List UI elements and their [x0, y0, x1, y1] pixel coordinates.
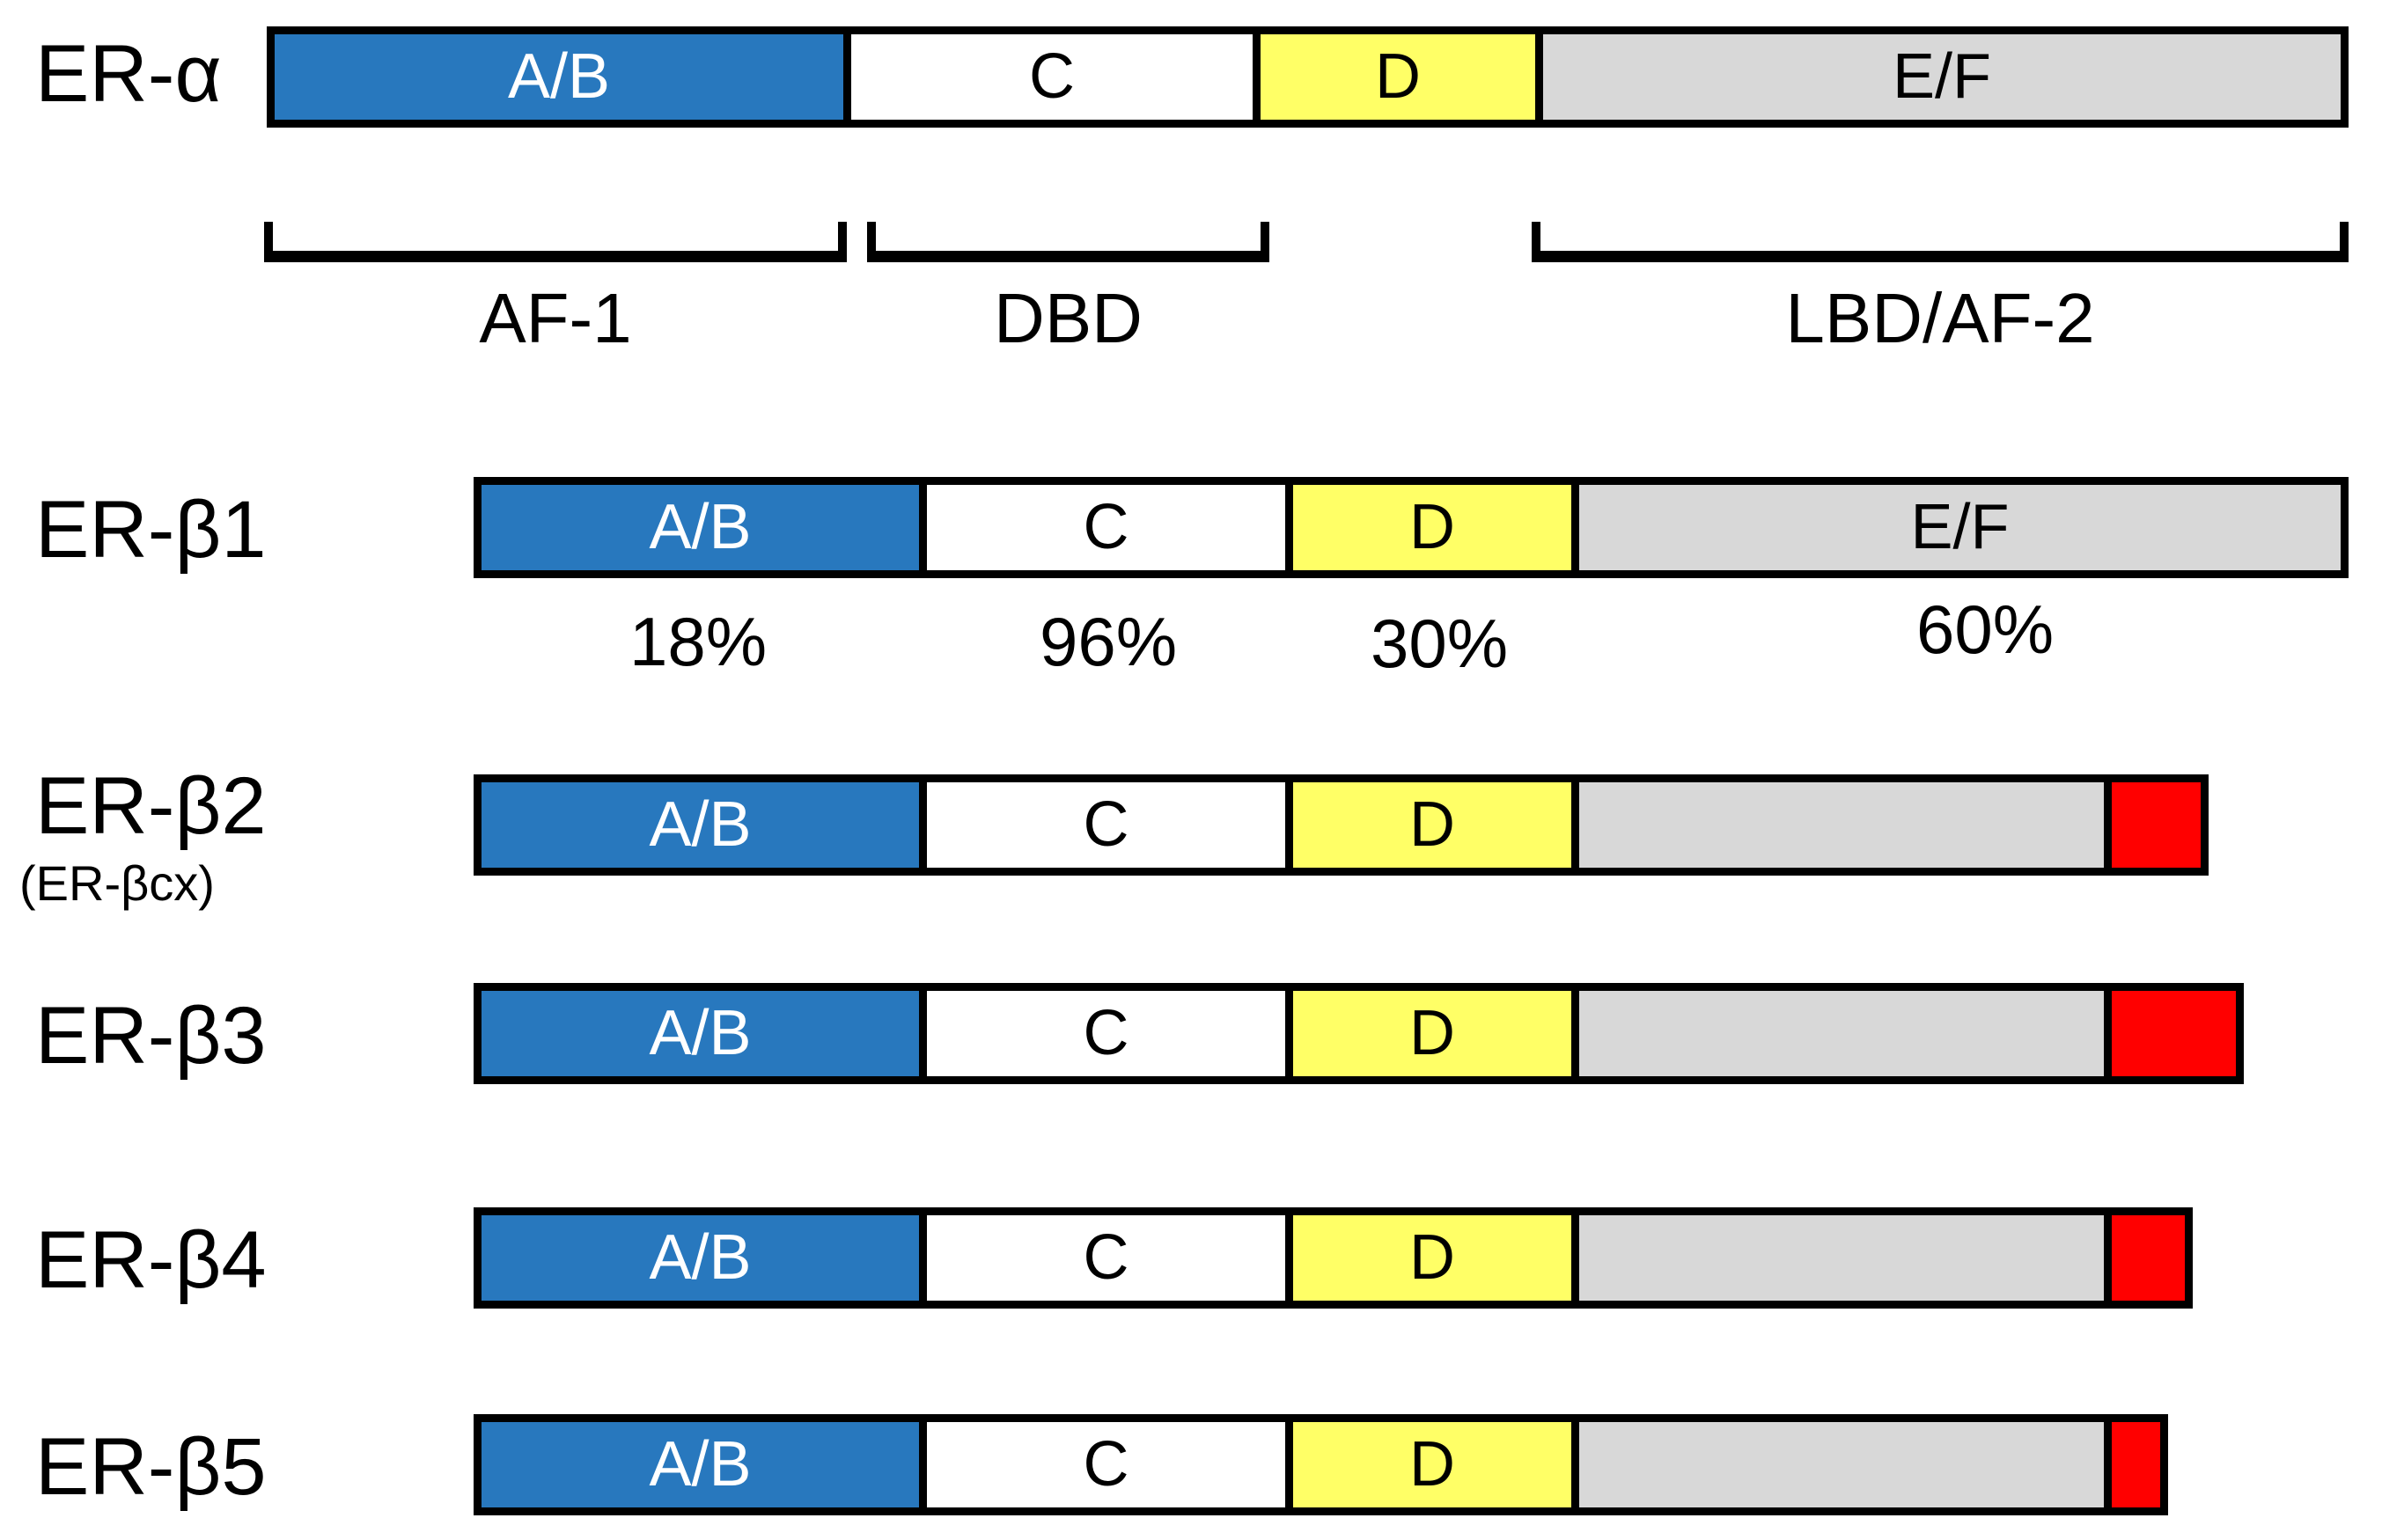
- lbd-af2-bracket: [1532, 222, 2349, 262]
- af1-bracket: [264, 222, 847, 262]
- er-beta4-domain-c: C: [919, 1215, 1285, 1301]
- er-beta2-domain-d: D: [1285, 782, 1571, 868]
- er-alpha-domain-ef: E/F: [1535, 34, 2341, 120]
- row-label-er-beta1: ER-β1: [35, 485, 267, 575]
- lbd-af2-label: LBD/AF-2: [1785, 279, 2095, 357]
- er-beta3-domain-ab: A/B: [482, 991, 919, 1076]
- er-beta5-domain-ef: [1571, 1422, 2104, 1507]
- er-beta5-c-terminal-insert: [2104, 1422, 2160, 1507]
- er-alpha-domain-c: C: [843, 34, 1253, 120]
- identity-d: 30%: [1370, 605, 1509, 682]
- er-beta5-domain-d: D: [1285, 1422, 1571, 1507]
- er-beta4-domain-ab: A/B: [482, 1215, 919, 1301]
- er-beta1-domain-ef: E/F: [1571, 485, 2341, 570]
- er-beta1-domain-d: D: [1285, 485, 1571, 570]
- row-sublabel-er-beta2: (ER-βcx): [19, 855, 215, 911]
- er-beta1-domain-ab: A/B: [482, 485, 919, 570]
- row-label-er-beta3: ER-β3: [35, 991, 267, 1081]
- er-beta3-domain-c: C: [919, 991, 1285, 1076]
- identity-c: 96%: [1039, 603, 1178, 680]
- er-beta3-domain-d: D: [1285, 991, 1571, 1076]
- er-beta4-domain-ef: [1571, 1215, 2104, 1301]
- er-beta1-domain-c: C: [919, 485, 1285, 570]
- er-beta4-domain-d: D: [1285, 1215, 1571, 1301]
- er-beta3-domain-ef: [1571, 991, 2104, 1076]
- er-beta2-domain-ef: [1571, 782, 2104, 868]
- identity-ef: 60%: [1915, 590, 2055, 668]
- dbd-bracket: [867, 222, 1269, 262]
- er-beta4-c-terminal-insert: [2104, 1215, 2185, 1301]
- er-beta2-domain-ab: A/B: [482, 782, 919, 868]
- er-beta1-bar: A/B C D E/F: [474, 477, 2349, 578]
- er-beta3-c-terminal-insert: [2104, 991, 2236, 1076]
- row-label-er-beta4: ER-β4: [35, 1215, 267, 1305]
- er-alpha-domain-ab: A/B: [275, 34, 843, 120]
- er-alpha-domain-d: D: [1253, 34, 1535, 120]
- row-label-er-beta5: ER-β5: [35, 1422, 267, 1512]
- er-beta5-domain-c: C: [919, 1422, 1285, 1507]
- row-label-er-beta2: ER-β2: [35, 761, 267, 851]
- dbd-label: DBD: [994, 279, 1143, 357]
- er-beta5-domain-ab: A/B: [482, 1422, 919, 1507]
- identity-ab: 18%: [629, 603, 768, 680]
- row-label-er-alpha: ER-α: [35, 29, 222, 119]
- er-beta2-c-terminal-insert: [2104, 782, 2201, 868]
- er-alpha-bar: A/B C D E/F: [267, 26, 2349, 128]
- er-beta2-domain-c: C: [919, 782, 1285, 868]
- af1-label: AF-1: [479, 279, 632, 357]
